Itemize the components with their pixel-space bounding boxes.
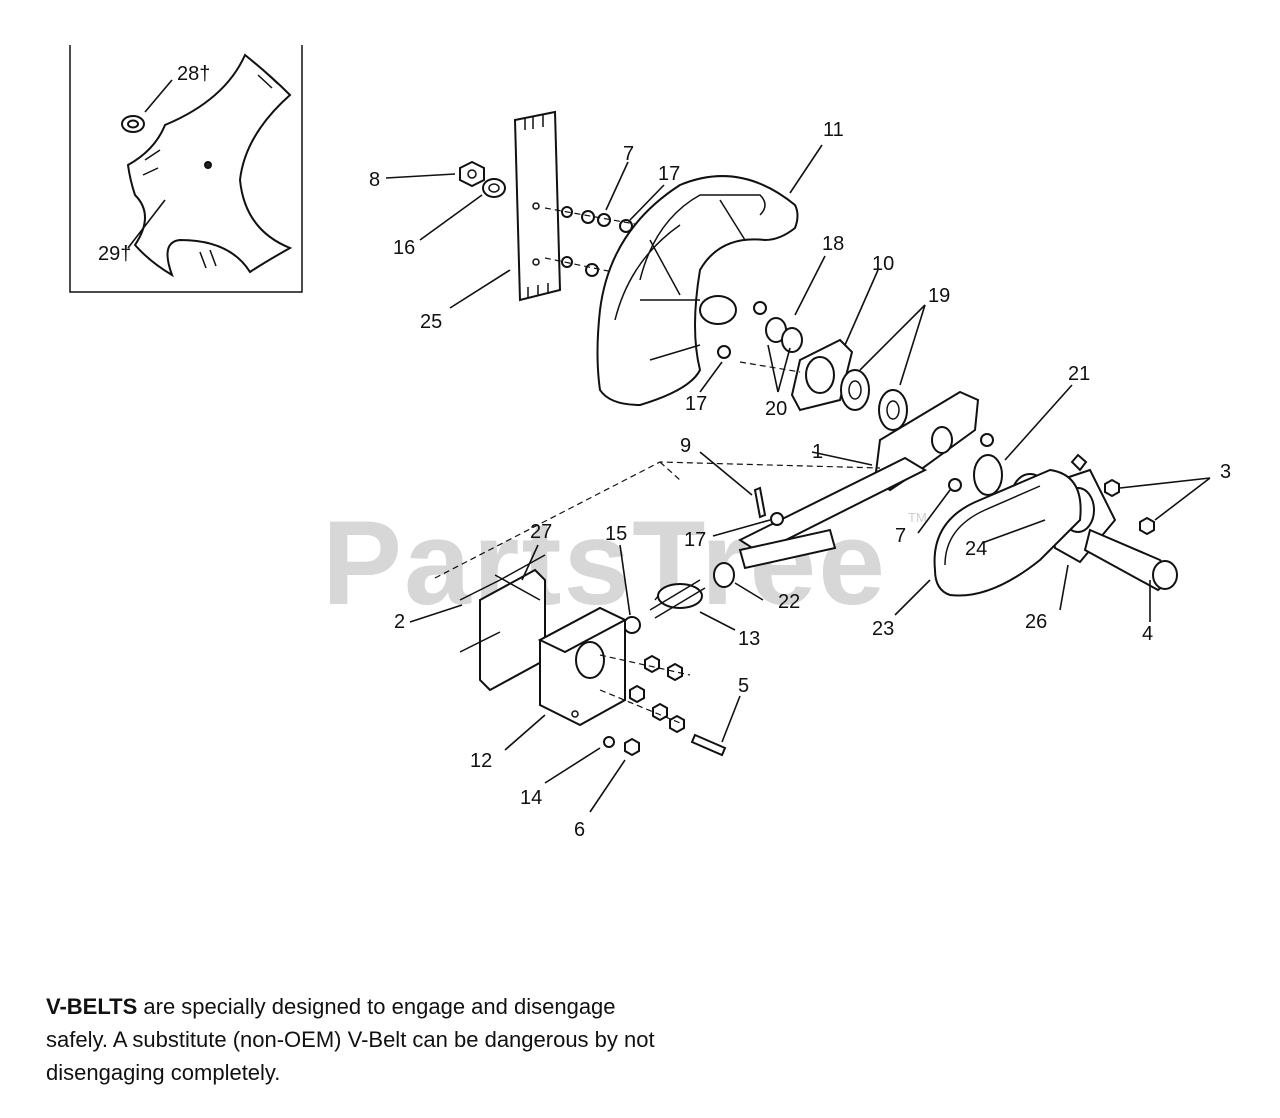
- callout-9: 9: [680, 435, 691, 457]
- callout-11: 11: [823, 119, 844, 141]
- inset-panel: 28† 29†: [69, 45, 303, 293]
- callout-23: 23: [872, 618, 894, 640]
- v-belt-note-text: are specially designed to engage and dis…: [46, 994, 655, 1085]
- watermark-trademark: TM: [908, 510, 927, 525]
- callout-4: 4: [1142, 623, 1153, 645]
- callout-29: 29†: [98, 243, 131, 265]
- callout-21: 21: [1068, 363, 1090, 385]
- blade-plate: [513, 110, 562, 302]
- callout-26: 26: [1025, 611, 1047, 633]
- callout-7: 7: [623, 143, 634, 165]
- callout-17: 17: [658, 163, 680, 185]
- callout-14: 14: [520, 787, 542, 809]
- blade-shield: [596, 175, 799, 407]
- callout-17-rod: 17: [684, 529, 706, 551]
- callout-15: 15: [605, 523, 627, 545]
- washer: [482, 178, 506, 198]
- callout-17-shield: 17: [685, 393, 707, 415]
- callout-16: 16: [393, 237, 415, 259]
- callout-3: 3: [1220, 461, 1231, 483]
- blade-detail: [126, 53, 293, 278]
- callouts: 1 2 3 4 5 6 7 7 8 9 10 11 12 13 14 15 16…: [369, 119, 1231, 841]
- callout-28: 28†: [177, 63, 210, 85]
- housing-hardware: [599, 654, 727, 757]
- v-belt-note-bold: V-BELTS: [46, 994, 138, 1019]
- callout-18: 18: [822, 233, 844, 255]
- callout-8: 8: [369, 169, 380, 191]
- callout-13: 13: [738, 628, 760, 650]
- callout-24: 24: [965, 538, 987, 560]
- hub-assembly: [717, 301, 908, 431]
- callout-5: 5: [738, 675, 749, 697]
- callout-2: 2: [394, 611, 405, 633]
- callout-25: 25: [420, 311, 442, 333]
- callout-27: 27: [530, 521, 552, 543]
- callout-1: 1: [812, 441, 823, 463]
- pulley-assembly: [933, 453, 1178, 597]
- callout-10: 10: [872, 253, 894, 275]
- leader-lines: [385, 144, 1211, 813]
- callout-19: 19: [928, 285, 950, 307]
- callout-12: 12: [470, 750, 492, 772]
- callout-6: 6: [574, 819, 585, 841]
- inset-washer: [121, 115, 145, 133]
- housing: [537, 606, 628, 727]
- callout-7-lower: 7: [895, 525, 906, 547]
- support-arm: [737, 390, 994, 555]
- nut: [459, 160, 485, 188]
- tension-assembly: [434, 461, 881, 634]
- v-belt-note: V-BELTS are specially designed to engage…: [46, 990, 666, 1089]
- callout-22: 22: [778, 591, 800, 613]
- callout-20: 20: [765, 398, 787, 420]
